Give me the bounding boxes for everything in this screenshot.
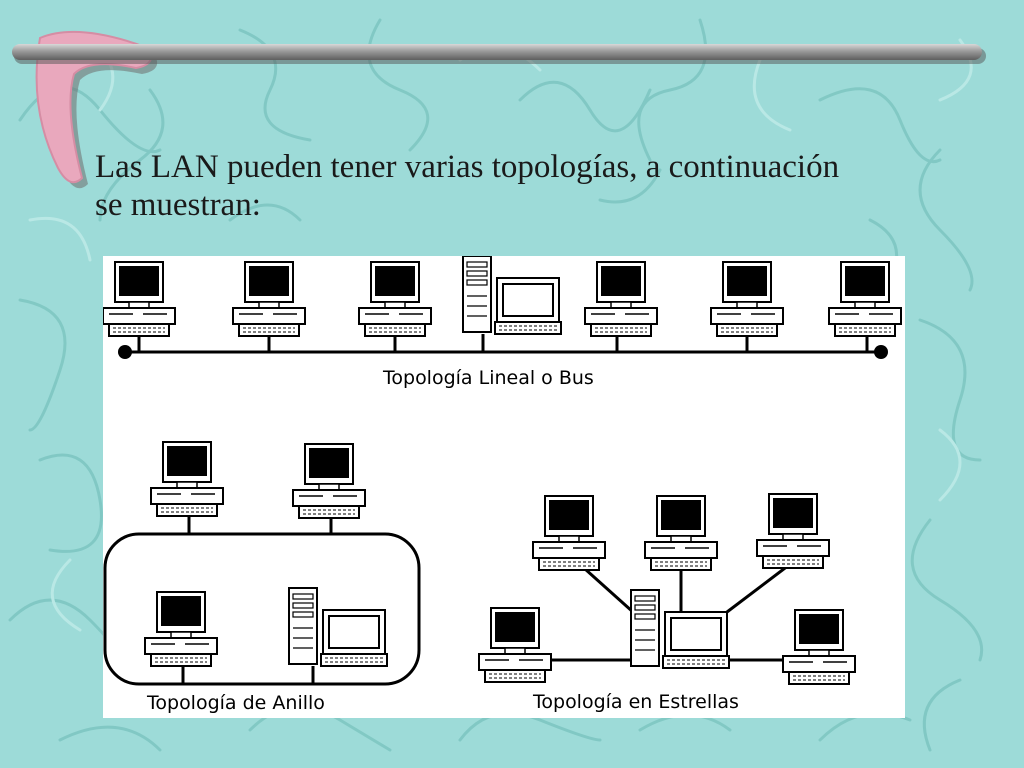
- topology-diagram: Topología Lineal o Bus Topología de Anil…: [103, 256, 905, 718]
- terminator-icon: [118, 345, 132, 359]
- workstation-icon: [532, 495, 606, 571]
- ring-label: Topología de Anillo: [146, 692, 325, 714]
- workstation-icon: [828, 261, 902, 337]
- star-label: Topología en Estrellas: [532, 691, 739, 713]
- workstation-icon: [292, 443, 366, 519]
- bus-topology: Topología Lineal o Bus: [103, 256, 902, 389]
- workstation-icon: [150, 441, 224, 517]
- ring-topology: Topología de Anillo: [103, 441, 421, 714]
- terminator-icon: [874, 345, 888, 359]
- workstation-icon: [232, 261, 306, 337]
- bus-label: Topología Lineal o Bus: [382, 367, 594, 389]
- server-icon: [288, 587, 388, 667]
- ring-cable: [103, 532, 421, 686]
- slide-title: Las LAN pueden tener varias topologías, …: [95, 149, 840, 223]
- star-topology: Topología en Estrellas: [478, 493, 856, 713]
- workstation-icon: [103, 261, 176, 337]
- workstation-icon: [644, 495, 718, 571]
- workstation-icon: [584, 261, 658, 337]
- workstation-icon: [144, 591, 218, 667]
- workstation-icon: [710, 261, 784, 337]
- workstation-icon: [478, 607, 552, 683]
- server-icon: [462, 256, 562, 335]
- workstation-icon: [782, 609, 856, 685]
- workstation-icon: [358, 261, 432, 337]
- header-bar: [12, 44, 986, 64]
- workstation-icon: [756, 493, 830, 569]
